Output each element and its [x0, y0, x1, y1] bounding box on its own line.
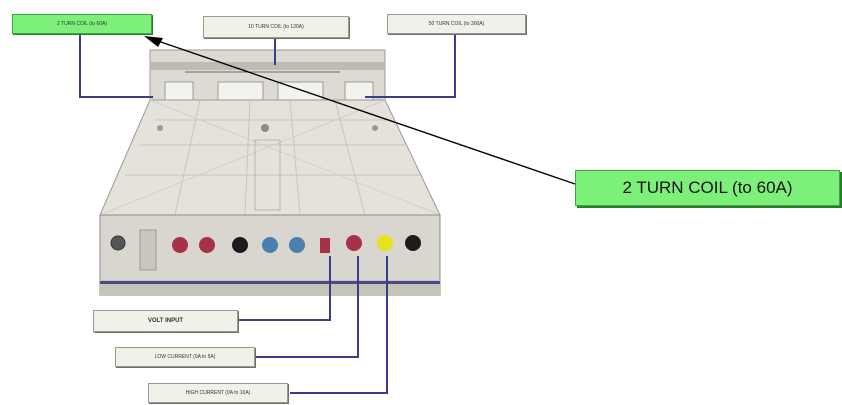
two-turn-coil-label-small: 2 TURN COIL (to 60A) — [12, 14, 152, 34]
device-front-panel — [99, 214, 441, 296]
callout-arrow — [144, 36, 576, 185]
ten-turn-coil-label: 10 TURN COIL (to 120A) — [203, 16, 349, 38]
coil-clamp-block — [149, 49, 386, 101]
volt-input-label: VOLT INPUT — [93, 310, 238, 332]
low-current-label: LOW CURRENT (0A to 5A) — [115, 347, 255, 367]
device-top-face — [99, 99, 441, 216]
leader-lines — [79, 26, 456, 394]
two-turn-coil-callout: 2 TURN COIL (to 60A) — [575, 170, 840, 206]
high-current-label: HIGH CURRENT (0A to 10A) — [148, 383, 288, 403]
fifty-turn-coil-label: 50 TURN COIL (to 300A) — [387, 14, 526, 34]
